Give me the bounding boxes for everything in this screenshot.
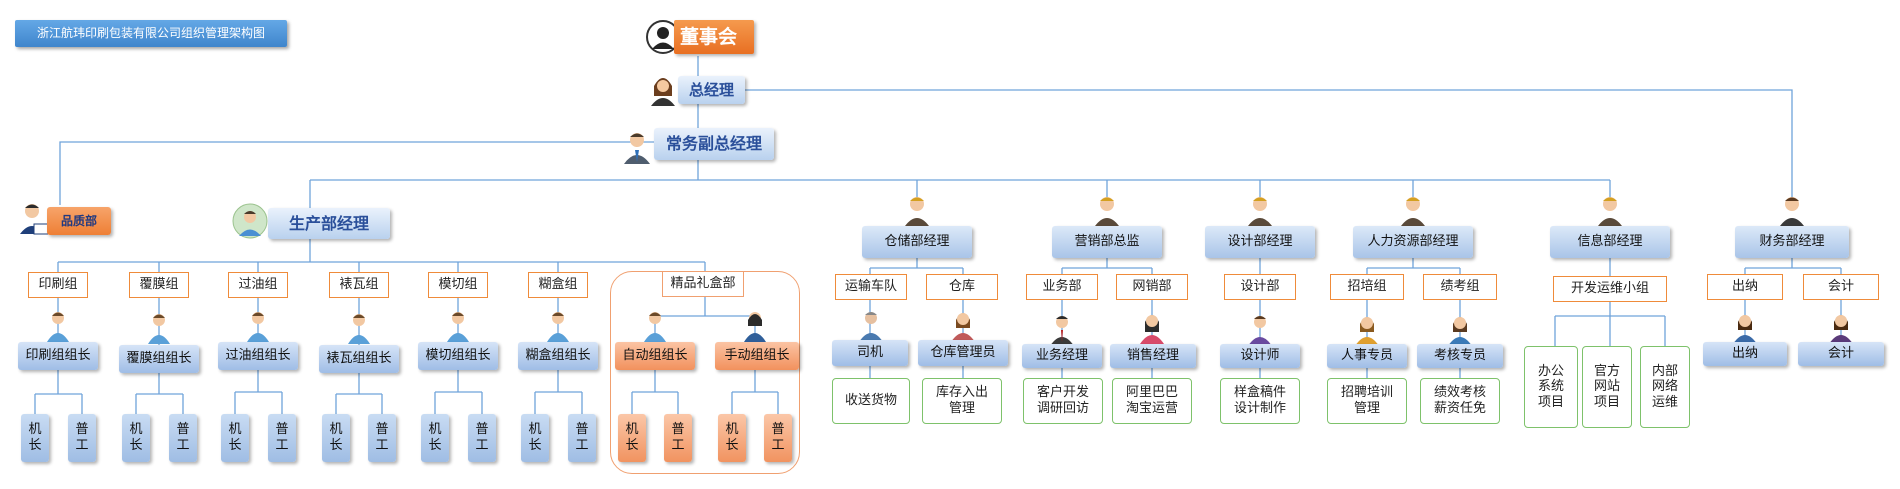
- worker-general: 普工: [268, 414, 296, 462]
- leader-avatar-icon: [247, 312, 269, 342]
- general-manager: 总经理: [678, 76, 745, 104]
- worker-general: 普工: [368, 414, 396, 462]
- unit-performance: 绩考组: [1423, 274, 1497, 300]
- duty-customer: 客户开发 调研回访: [1023, 378, 1103, 424]
- worker-operator: 机长: [421, 414, 449, 462]
- worker-operator: 机长: [221, 414, 249, 462]
- driver-avatar-icon: [859, 312, 883, 342]
- role-cashier: 出纳: [1703, 342, 1787, 366]
- unit-online-sales: 网销部: [1116, 274, 1188, 300]
- unit-accounting: 会计: [1803, 274, 1879, 300]
- it-manager: 信息部经理: [1550, 226, 1670, 258]
- unit-recruiting: 招培组: [1330, 274, 1404, 300]
- leader-auto: 自动组组长: [615, 342, 695, 370]
- duty-performance-pay: 绩效考核 薪资任免: [1420, 378, 1500, 424]
- board-of-directors: 董事会: [674, 20, 754, 54]
- duty-office-system: 办公 系统 项目: [1524, 346, 1578, 428]
- role-online-sales-manager: 销售经理: [1110, 344, 1196, 368]
- group-mounting: 裱瓦组: [329, 272, 389, 298]
- quality-department: 品质部: [47, 207, 111, 235]
- role-designer: 设计师: [1220, 344, 1300, 368]
- worker-general: 普工: [468, 414, 496, 462]
- duty-delivery: 收送货物: [832, 378, 910, 424]
- chart-title: 浙江航玮印刷包装有限公司组织管理架构图: [15, 20, 287, 47]
- designer-avatar-icon: [1248, 316, 1272, 346]
- duty-network: 内部 网络 运维: [1640, 346, 1690, 428]
- role-driver: 司机: [832, 340, 908, 366]
- worker-operator: 机长: [718, 414, 746, 462]
- leader-printing: 印刷组组长: [18, 342, 98, 370]
- leader-avatar-icon: [644, 312, 666, 342]
- manager-avatar-icon: [1248, 197, 1272, 226]
- hr-manager: 人力资源部经理: [1353, 226, 1473, 258]
- gm-avatar-icon: [651, 78, 675, 106]
- unit-design: 设计部: [1224, 274, 1296, 300]
- duty-design: 样盒稿件 设计制作: [1220, 378, 1300, 424]
- leader-gluing: 糊盒组组长: [518, 342, 598, 370]
- unit-sales: 业务部: [1026, 274, 1098, 300]
- manager-avatar-icon: [1780, 197, 1804, 226]
- duty-inventory: 库存入出 管理: [922, 378, 1002, 424]
- unit-cashier: 出纳: [1707, 274, 1783, 300]
- duty-ecommerce: 阿里巴巴 淘宝运营: [1112, 378, 1192, 424]
- role-assessment-specialist: 考核专员: [1417, 344, 1503, 368]
- leader-avatar-icon: [348, 314, 370, 344]
- design-manager: 设计部经理: [1205, 226, 1315, 258]
- duty-website: 官方 网站 项目: [1582, 346, 1632, 428]
- unit-transport: 运输车队: [835, 274, 907, 300]
- production-manager: 生产部经理: [268, 208, 390, 239]
- warehouse-manager: 仓储部经理: [862, 226, 972, 258]
- manager-avatar-icon: [1598, 197, 1622, 226]
- worker-operator: 机长: [618, 414, 646, 462]
- quality-avatar-icon: [20, 204, 49, 235]
- role-sales-manager: 业务经理: [1022, 344, 1102, 368]
- worker-general: 普工: [568, 414, 596, 462]
- leader-avatar-icon: [447, 312, 469, 342]
- group-gluing: 糊盒组: [528, 272, 588, 298]
- hr-specialist-avatar-icon: [1355, 317, 1379, 346]
- worker-operator: 机长: [21, 414, 49, 462]
- leader-avatar-icon: [148, 314, 170, 344]
- sales-avatar-icon: [1140, 315, 1164, 344]
- manager-avatar-icon: [1095, 197, 1119, 226]
- unit-devops: 开发运维小组: [1553, 276, 1667, 302]
- worker-operator: 机长: [122, 414, 150, 462]
- leader-avatar-icon: [547, 312, 569, 342]
- worker-operator: 机长: [322, 414, 350, 462]
- leader-laminating: 覆膜组组长: [119, 345, 199, 373]
- finance-manager: 财务部经理: [1735, 226, 1849, 258]
- manager-avatar-icon: [905, 197, 929, 226]
- manager-avatar-icon: [1401, 197, 1425, 226]
- worker-general: 普工: [664, 414, 692, 462]
- group-laminating: 覆膜组: [129, 272, 189, 298]
- vice-general-manager: 常务副总经理: [654, 128, 774, 160]
- group-die-cutting: 模切组: [428, 272, 488, 298]
- duty-recruit-train: 招聘培训 管理: [1327, 378, 1407, 424]
- marketing-director: 营销部总监: [1052, 226, 1162, 258]
- role-warehouse-clerk: 仓库管理员: [918, 340, 1008, 366]
- leader-avatar-icon: [47, 312, 69, 342]
- leader-manual: 手动组组长: [715, 342, 799, 370]
- role-hr-specialist: 人事专员: [1327, 344, 1407, 368]
- group-printing: 印刷组: [28, 272, 88, 298]
- vgm-avatar-icon: [624, 133, 650, 164]
- leader-varnishing: 过油组组长: [218, 342, 298, 370]
- clerk-avatar-icon: [951, 313, 975, 342]
- worker-general: 普工: [68, 414, 96, 462]
- group-varnishing: 过油组: [228, 272, 288, 298]
- role-accountant: 会计: [1798, 342, 1884, 366]
- assessor-avatar-icon: [1448, 317, 1472, 346]
- cashier-avatar-icon: [1733, 315, 1757, 344]
- worker-operator: 机长: [521, 414, 549, 462]
- production-manager-avatar-icon: [232, 203, 268, 239]
- accountant-avatar-icon: [1829, 315, 1853, 344]
- leader-avatar-icon: [744, 312, 766, 342]
- worker-general: 普工: [764, 414, 792, 462]
- sales-manager-avatar-icon: [1050, 316, 1074, 346]
- leader-mounting: 裱瓦组组长: [319, 345, 399, 373]
- leader-die-cutting: 模切组组长: [418, 342, 498, 370]
- boutique-department: 精品礼盒部: [662, 271, 744, 297]
- worker-general: 普工: [169, 414, 197, 462]
- unit-warehouse: 仓库: [926, 274, 998, 300]
